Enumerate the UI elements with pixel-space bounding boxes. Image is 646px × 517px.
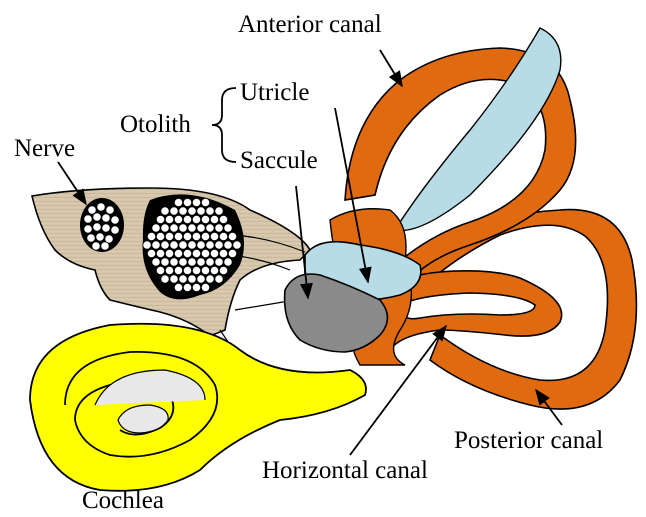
cochlea-label: Cochlea — [82, 488, 164, 513]
nerve-fiber — [192, 215, 200, 223]
nerve-fiber — [188, 224, 196, 232]
nerve-fiber — [161, 275, 169, 283]
nerve-fiber — [183, 283, 191, 291]
nerve-fiber — [174, 266, 182, 274]
nerve-fiber — [165, 232, 173, 240]
nerve-fiber — [192, 266, 200, 274]
nerve-fiber — [201, 198, 209, 206]
nerve-fiber — [188, 207, 196, 215]
nerve-fiber — [219, 215, 227, 223]
nerve-fiber — [183, 266, 191, 274]
utricle-label: Utricle — [240, 80, 309, 105]
nerve-label: Nerve — [14, 136, 75, 161]
nerve-fiber — [192, 283, 200, 291]
nerve-fiber — [152, 241, 160, 249]
nerve-fiber — [147, 249, 155, 257]
nerve-fiber — [210, 249, 218, 257]
nerve-fiber — [215, 241, 223, 249]
anterior-canal-label: Anterior canal — [238, 12, 382, 37]
nerve-fiber — [188, 241, 196, 249]
nerve-fiber — [210, 232, 218, 240]
nerve-fiber — [215, 258, 223, 266]
nerve-fiber — [219, 232, 227, 240]
nerve-fiber — [156, 249, 164, 257]
nerve-fiber — [174, 232, 182, 240]
nerve-fiber — [224, 224, 232, 232]
nerve-fiber — [143, 241, 151, 249]
nerve-fiber — [165, 249, 173, 257]
horizontal-canal-label: Horizontal canal — [262, 458, 428, 483]
nerve-fiber — [215, 207, 223, 215]
anterior-canal-arrow — [380, 50, 402, 86]
nerve-fiber — [183, 198, 191, 206]
nerve-fiber — [174, 283, 182, 291]
nerve-fiber — [201, 266, 209, 274]
nerve-fiber — [156, 232, 164, 240]
posterior-canal-label: Posterior canal — [454, 428, 603, 453]
nerve-fiber — [183, 232, 191, 240]
nerve-fiber — [192, 249, 200, 257]
nerve-fiber — [183, 215, 191, 223]
nerve-fiber — [188, 275, 196, 283]
nerve-fiber — [170, 275, 178, 283]
nerve-fiber — [174, 198, 182, 206]
nerve-fiber — [219, 249, 227, 257]
nerve-fiber — [152, 224, 160, 232]
nerve-fiber — [161, 207, 169, 215]
nerve-fiber — [233, 241, 241, 249]
nerve-fiber — [152, 258, 160, 266]
nerve-fiber — [147, 232, 155, 240]
nerve-fiber — [206, 207, 214, 215]
nerve-fiber — [170, 207, 178, 215]
nerve-fiber — [179, 275, 187, 283]
nerve-fiber — [206, 241, 214, 249]
nerve-fiber — [174, 215, 182, 223]
nerve-fiber — [170, 241, 178, 249]
saccule-label: Saccule — [240, 148, 318, 173]
nerve-fiber — [215, 275, 223, 283]
nerve-fiber — [215, 224, 223, 232]
nerve-fiber — [161, 224, 169, 232]
nerve-fiber — [156, 266, 164, 274]
nerve-fiber — [206, 224, 214, 232]
nerve-fiber — [201, 215, 209, 223]
nerve-fiber — [179, 207, 187, 215]
nerve-fiber — [228, 249, 236, 257]
nerve-fiber — [197, 224, 205, 232]
nerve-fiber — [156, 215, 164, 223]
nerve-fiber — [224, 241, 232, 249]
nerve-fiber — [210, 215, 218, 223]
nerve-fiber — [228, 232, 236, 240]
nerve-fiber — [219, 266, 227, 274]
nerve-fiber — [179, 224, 187, 232]
nerve-fiber — [197, 275, 205, 283]
nerve-fiber — [165, 266, 173, 274]
nerve-fiber — [206, 258, 214, 266]
nerve-fiber — [183, 249, 191, 257]
nerve-fiber — [179, 241, 187, 249]
nerve-fiber — [206, 275, 214, 283]
nerve-fiber — [201, 232, 209, 240]
nerve-fiber — [188, 258, 196, 266]
nerve-fiber — [192, 232, 200, 240]
nerve-fiber — [165, 215, 173, 223]
nerve-fiber — [210, 266, 218, 274]
nerve-fiber — [161, 258, 169, 266]
nerve-fiber — [161, 241, 169, 249]
nerve-fiber — [170, 258, 178, 266]
nerve-fiber — [197, 258, 205, 266]
nerve-fiber — [201, 249, 209, 257]
nerve-fiber — [170, 224, 178, 232]
nerve-fiber — [201, 283, 209, 291]
nerve-fiber — [197, 207, 205, 215]
nerve-fiber — [179, 258, 187, 266]
nerve-fiber — [174, 249, 182, 257]
otolith-brace — [212, 88, 236, 162]
nerve-fiber — [224, 258, 232, 266]
otolith-label: Otolith — [120, 112, 191, 137]
nerve-fiber — [197, 241, 205, 249]
nerve-fiber-small-bundle — [80, 198, 124, 252]
nerve-fiber — [192, 198, 200, 206]
